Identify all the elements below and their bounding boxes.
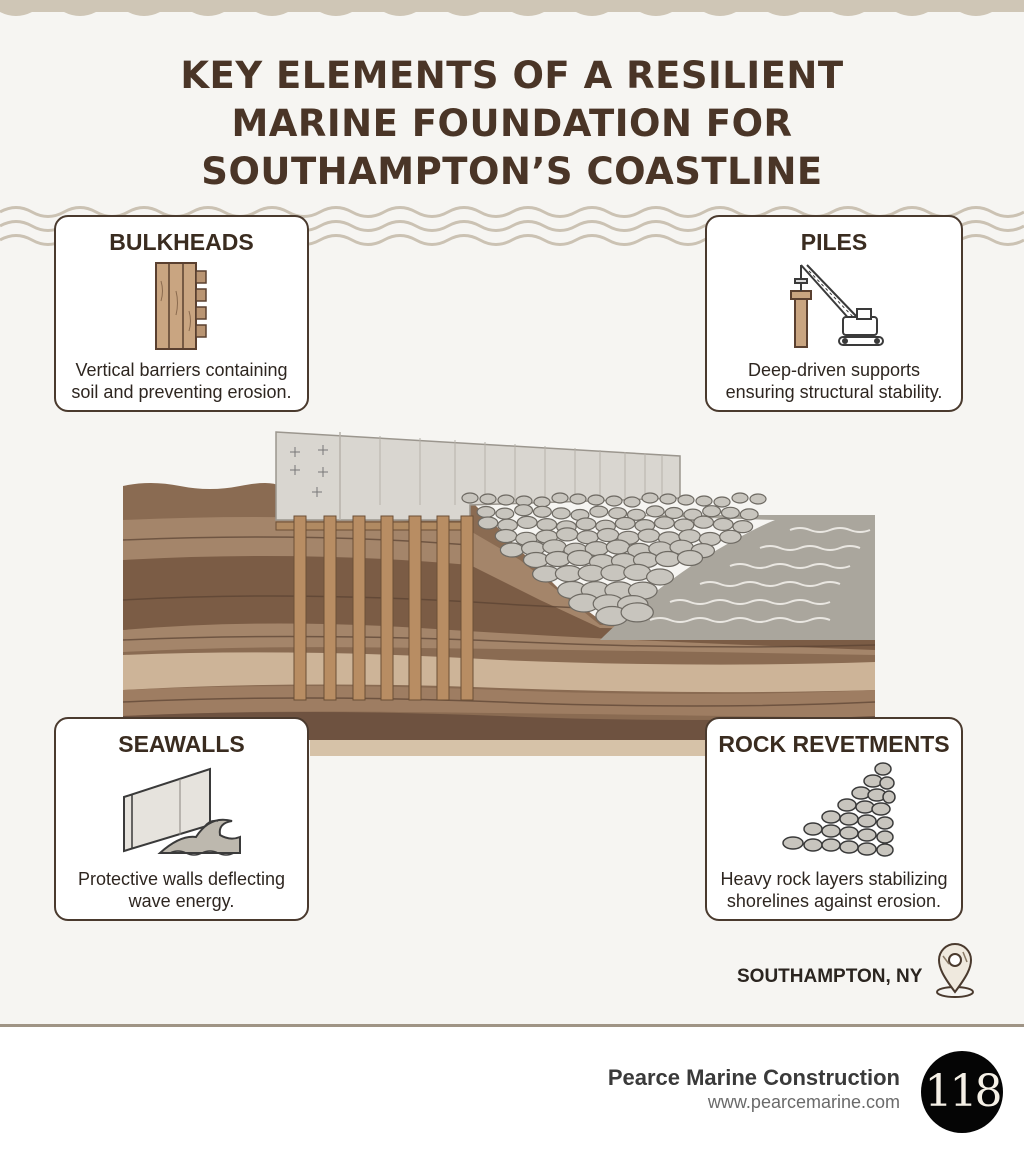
- location-label: SOUTHAMPTON, NY: [737, 966, 923, 987]
- riprap-rock: [677, 494, 695, 506]
- card-rock-revetments-desc-line-2: shorelines against erosion.: [726, 891, 942, 911]
- riprap-rock: [695, 495, 713, 507]
- riprap-rock: [654, 516, 675, 530]
- riprap-rock: [532, 505, 552, 518]
- riprap-rock: [659, 493, 677, 505]
- riprap-rock: [575, 517, 597, 531]
- bulkhead-icon: [155, 262, 207, 350]
- riprap-rock: [494, 528, 518, 544]
- company-name: Pearce Marine Construction: [607, 1065, 900, 1090]
- card-piles-desc-line-1: Deep-driven supports: [747, 360, 921, 380]
- rock-pile-icon: [782, 762, 896, 857]
- card-seawalls-description: Protective walls deflecting wave energy.: [56, 868, 307, 912]
- card-piles-title: PILES: [800, 229, 868, 255]
- riprap-rock: [641, 492, 659, 504]
- riprap-rock: [739, 508, 759, 521]
- riprap-rock: [693, 515, 714, 529]
- card-bulkheads-desc-line-1: Vertical barriers containing: [75, 360, 288, 380]
- riprap-rock: [720, 506, 740, 519]
- riprap-rock: [516, 515, 538, 530]
- riprap-rock: [522, 551, 550, 569]
- riprap-rock: [645, 505, 665, 518]
- title-line-2: MARINE FOUNDATION FOR: [231, 102, 793, 145]
- riprap-rock: [461, 492, 479, 504]
- riprap-rock: [620, 602, 654, 623]
- card-bulkheads-desc-line-2: soil and preventing erosion.: [71, 382, 292, 402]
- card-rock-revetments-description: Heavy rock layers stabilizing shorelines…: [707, 868, 961, 912]
- foundation-cross-section: [122, 431, 876, 756]
- map-pin-icon: [936, 943, 974, 998]
- pile-driver-icon: [790, 264, 884, 348]
- riprap-rock: [731, 492, 749, 504]
- card-seawalls: SEAWALLS Protective walls deflecting wav…: [54, 717, 309, 921]
- page-title: KEY ELEMENTS OF A RESILIENT MARINE FOUND…: [0, 52, 1024, 196]
- company-info: Pearce Marine Construction www.pearcemar…: [608, 1065, 900, 1113]
- riprap-rock: [623, 496, 641, 508]
- riprap-rock: [555, 527, 579, 542]
- card-rock-revetments-title: ROCK REVETMENTS: [718, 731, 950, 757]
- riprap-rock: [499, 542, 525, 558]
- title-line-1: KEY ELEMENTS OF A RESILIENT: [180, 54, 844, 97]
- card-bulkheads-description: Vertical barriers containing soil and pr…: [56, 359, 307, 403]
- riprap-rock: [533, 496, 551, 508]
- card-bulkheads: BULKHEADS Vertical barriers containing s…: [54, 215, 309, 412]
- riprap-rock: [732, 519, 754, 534]
- riprap-rock: [569, 493, 587, 505]
- riprap-rock: [544, 550, 572, 568]
- page-number-badge: 118: [921, 1051, 1003, 1133]
- card-rock-revetments: ROCK REVETMENTS Heavy rock layers stabil…: [705, 717, 963, 921]
- riprap-rock: [589, 505, 609, 518]
- riprap-rock: [477, 516, 499, 530]
- card-bulkheads-title: BULKHEADS: [109, 229, 254, 255]
- riprap-rock: [587, 494, 605, 506]
- riprap-rock: [713, 496, 731, 508]
- riprap-rock: [645, 568, 674, 586]
- riprap-rock: [497, 494, 515, 506]
- riprap-rock: [514, 504, 534, 517]
- riprap-rock: [605, 495, 623, 507]
- top-wave-border: [0, 0, 1024, 16]
- card-piles: PILES Deep-driven supports ensuring stru…: [705, 215, 963, 412]
- riprap-rock: [749, 493, 767, 505]
- riprap-rock: [637, 528, 661, 543]
- card-rock-revetments-desc-line-1: Heavy rock layers stabilizing: [720, 869, 948, 889]
- riprap-rock: [614, 516, 636, 531]
- riprap-rock: [712, 517, 734, 532]
- riprap-rock: [664, 506, 684, 520]
- riprap-rock: [676, 549, 704, 567]
- riprap-rock: [719, 529, 742, 544]
- riprap-rock: [702, 505, 722, 518]
- card-piles-desc-line-2: ensuring structural stability.: [725, 382, 943, 402]
- riprap-rock: [654, 550, 682, 568]
- title-line-3: SOUTHAMPTON’S COASTLINE: [201, 150, 823, 193]
- card-seawalls-desc-line-2: wave energy.: [128, 891, 235, 911]
- card-seawalls-title: SEAWALLS: [118, 731, 245, 757]
- riprap-rock: [551, 492, 569, 504]
- riprap-rock: [536, 517, 558, 532]
- footer-divider: [0, 1024, 1024, 1027]
- seawall-icon: [123, 767, 241, 856]
- riprap-rock: [551, 507, 571, 520]
- riprap-rock: [608, 507, 628, 520]
- riprap-rock: [605, 539, 631, 555]
- riprap-rock: [479, 493, 497, 505]
- riprap-rock: [626, 508, 646, 521]
- company-url[interactable]: www.pearcemarine.com: [707, 1092, 900, 1112]
- riprap-rock: [495, 507, 515, 520]
- riprap-rock: [476, 505, 496, 519]
- footer: [0, 1027, 1024, 1154]
- card-piles-description: Deep-driven supports ensuring structural…: [707, 359, 961, 403]
- card-seawalls-desc-line-1: Protective walls deflecting: [77, 869, 286, 889]
- riprap-rock: [566, 549, 594, 567]
